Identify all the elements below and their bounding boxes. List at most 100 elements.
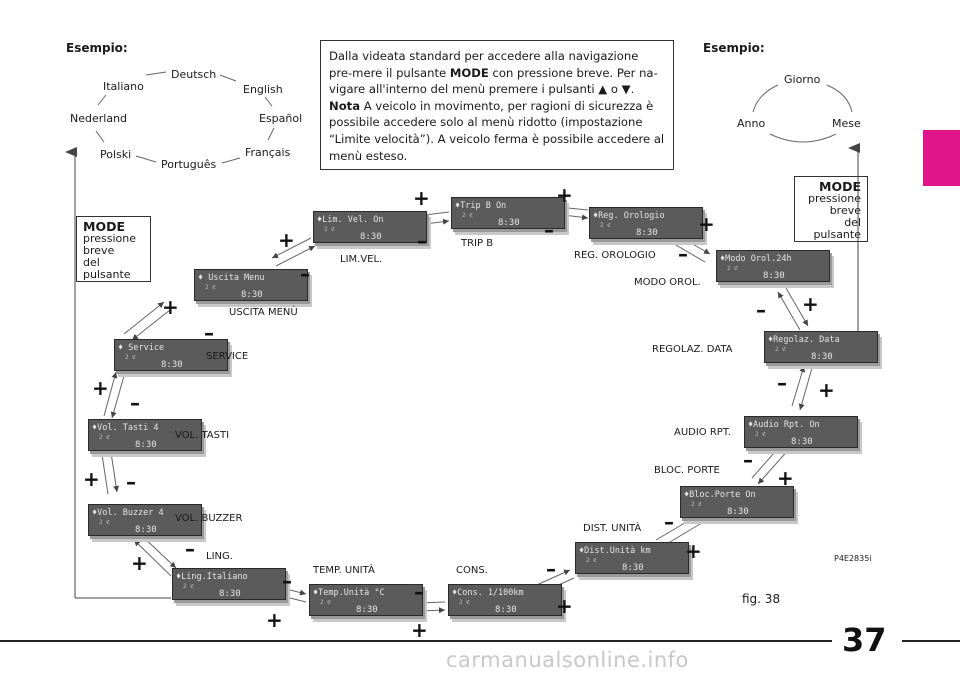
lcd-sub: 2 ⊄: [691, 501, 702, 508]
date-anno: Anno: [737, 117, 766, 130]
lcd-time: 8:30: [135, 525, 157, 535]
lang-polski: Polski: [100, 148, 132, 161]
lcd-text: ♦ Uscita Menu: [198, 273, 265, 283]
lcd-text: ♦Bloc.Porte On: [684, 490, 756, 500]
lcd-sub: 2 ⊄: [183, 583, 194, 590]
lcd-dist-unita: ♦Dist.Unità km 2 ⊄ 8:30: [575, 542, 689, 574]
lcd-time: 8:30: [356, 605, 378, 615]
lcd-reg-orologio: ♦Reg. Orologio 2 ⊄ 8:30: [589, 207, 703, 239]
lcd-sub: 2 ⊄: [205, 284, 216, 291]
label-vol-buzzer: VOL. BUZZER: [175, 513, 243, 524]
nota-keyword: Nota: [329, 98, 361, 113]
label-audio-rpt: AUDIO RPT.: [674, 427, 731, 438]
minus-sign: –: [300, 262, 310, 286]
plus-sign: +: [777, 466, 794, 490]
plus-sign: +: [92, 376, 109, 400]
lcd-text: ♦Vol. Buzzer 4: [92, 508, 164, 518]
minus-sign: –: [664, 510, 674, 534]
plus-sign: +: [131, 551, 148, 575]
mode-right-line2: breve: [829, 204, 861, 217]
lcd-ling: ♦Ling.Italiano 2 ⊄ 8:30: [172, 568, 286, 600]
lcd-text: ♦ Service: [118, 343, 165, 353]
lcd-time: 8:30: [636, 228, 658, 238]
right-example-label: Esempio:: [703, 41, 765, 55]
minus-sign: –: [743, 448, 753, 472]
lcd-text: ♦Trip B On: [455, 201, 507, 211]
lcd-sub: 2 ⊄: [462, 212, 473, 219]
label-bloc-porte: BLOC. PORTE: [654, 465, 720, 476]
minus-sign: –: [204, 321, 214, 345]
lcd-temp-unita: ♦Temp.Unità °C 2 ⊄ 8:30: [309, 584, 423, 616]
label-uscita-menu: USCITA MENÙ: [229, 307, 298, 318]
lcd-sub: 2 ⊄: [586, 557, 597, 564]
lcd-time: 8:30: [763, 271, 785, 281]
lcd-sub: 2 ⊄: [99, 519, 110, 526]
label-regolaz-data: REGOLAZ. DATA: [652, 344, 733, 355]
mode-title-left: MODE: [83, 219, 125, 234]
minus-sign: –: [756, 298, 766, 322]
lcd-sub: 2 ⊄: [125, 354, 136, 361]
figure-caption: fig. 38: [742, 592, 781, 606]
lcd-sub: 2 ⊄: [324, 226, 335, 233]
mode-right-line3: del pulsante: [813, 216, 861, 241]
lcd-text: ♦Regolaz. Data: [768, 335, 840, 345]
lcd-sub: 2 ⊄: [99, 434, 110, 441]
mode-left-line1: pressione: [83, 232, 137, 245]
lcd-text: ♦Ling.Italiano: [176, 572, 248, 582]
lcd-text: ♦Dist.Unità km: [579, 546, 651, 556]
lcd-time: 8:30: [727, 507, 749, 517]
lcd-sub: 2 ⊄: [459, 599, 470, 606]
lcd-uscita-menu: ♦ Uscita Menu 2 ⊄ 8:30: [194, 269, 308, 301]
plus-sign: +: [83, 467, 100, 491]
label-modo-orol: MODO OROL.: [634, 277, 701, 288]
plus-sign: +: [413, 186, 430, 210]
instruction-box: Dalla videata standard per accedere alla…: [320, 40, 674, 170]
minus-sign: –: [414, 580, 424, 604]
label-trip-b: TRIP B: [461, 238, 494, 249]
lcd-text: ♦Lim. Vel. On: [317, 215, 384, 225]
lcd-sub: 2 ⊄: [320, 599, 331, 606]
plus-sign: +: [818, 378, 835, 402]
watermark: carmanualsonline.info: [446, 648, 689, 672]
lang-english: English: [243, 83, 283, 96]
lcd-time: 8:30: [495, 605, 517, 615]
label-ling: LING.: [206, 551, 233, 562]
minus-sign: –: [546, 557, 556, 581]
lcd-time: 8:30: [622, 563, 644, 573]
instruction-text-2: con pressione breve. Per na-vigare all'i…: [329, 65, 658, 97]
plus-sign: +: [685, 539, 702, 563]
mode-title-right: MODE: [819, 179, 861, 194]
mode-left-line2: breve: [83, 244, 115, 257]
minus-sign: –: [185, 537, 195, 561]
lang-francais: Français: [245, 146, 291, 159]
lcd-sub: 2 ⊄: [775, 346, 786, 353]
lcd-sub: 2 ⊄: [755, 431, 766, 438]
minus-sign: –: [777, 371, 787, 395]
lang-italiano: Italiano: [103, 80, 144, 93]
left-example-label: Esempio:: [66, 41, 128, 55]
label-service: SERVICE: [206, 351, 249, 362]
plus-sign: +: [698, 212, 715, 236]
lcd-text: ♦Temp.Unità °C: [313, 588, 385, 598]
lcd-cons: ♦Cons. 1/100km 2 ⊄ 8:30: [448, 584, 562, 616]
plus-sign: +: [162, 295, 179, 319]
lang-portugues: Português: [161, 158, 217, 171]
lcd-bloc-porte: ♦Bloc.Porte On 2 ⊄ 8:30: [680, 486, 794, 518]
minus-sign: –: [544, 218, 554, 242]
minus-sign: –: [126, 470, 136, 494]
plus-sign: +: [411, 618, 428, 642]
plus-sign: +: [278, 228, 295, 252]
section-tab: [923, 130, 960, 186]
date-mese: Mese: [832, 117, 861, 130]
footer-rule-right: [902, 640, 960, 642]
minus-sign: –: [130, 391, 140, 415]
lcd-time: 8:30: [811, 352, 833, 362]
lcd-service: ♦ Service 2 ⊄ 8:30: [114, 339, 228, 371]
label-lim-vel: LIM.VEL.: [340, 254, 383, 265]
label-cons: CONS.: [456, 565, 488, 576]
plus-sign: +: [556, 183, 573, 207]
mode-left-line3: del pulsante: [83, 256, 131, 281]
lang-espanol: Español: [259, 112, 303, 125]
lcd-regolaz-data: ♦Regolaz. Data 2 ⊄ 8:30: [764, 331, 878, 363]
minus-sign: –: [417, 229, 427, 253]
